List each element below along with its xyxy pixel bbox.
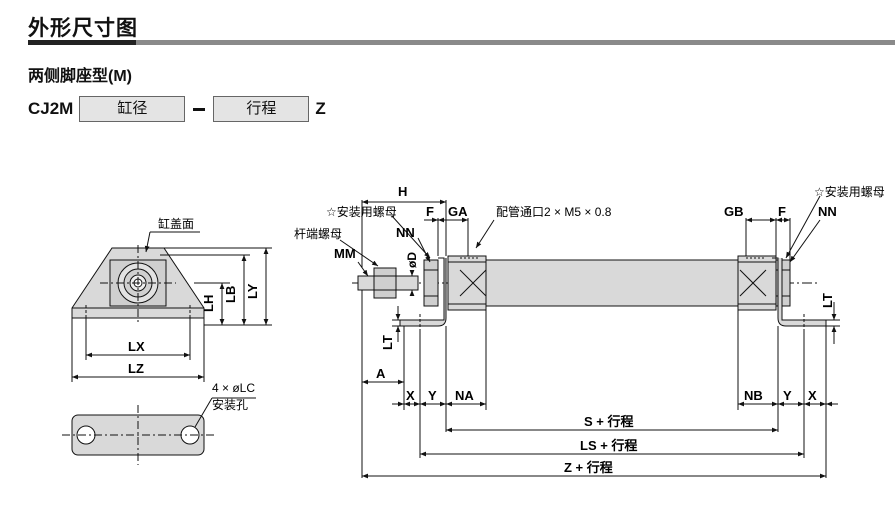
rod-end-nut-label: 杆端螺母 <box>294 227 342 241</box>
dim-Z: Z + 行程 <box>564 460 613 475</box>
title-rule-accent <box>28 40 136 45</box>
dim-F-left: F <box>426 204 434 219</box>
dim-Y-right: Y <box>783 388 792 403</box>
bottom-view <box>62 397 256 465</box>
dim-LY: LY <box>245 283 260 299</box>
title-rule <box>28 40 895 45</box>
dim-LS: LS + 行程 <box>580 438 637 453</box>
cap-face-label: 缸盖面 <box>158 216 194 231</box>
order-code-dash <box>193 107 206 111</box>
dim-X-left: X <box>406 388 415 403</box>
page-title: 外形尺寸图 <box>28 17 138 40</box>
end-view <box>71 231 272 382</box>
dim-NN-left: NN <box>396 225 415 240</box>
order-code-suffix: Z <box>315 99 326 118</box>
mount-hole-label: 安装孔 <box>212 397 248 412</box>
stroke-box: 行程 <box>213 96 310 122</box>
dim-GA: GA <box>448 204 468 219</box>
dim-X-right: X <box>808 388 817 403</box>
dim-F-right: F <box>778 204 786 219</box>
dim-S: S + 行程 <box>584 414 634 429</box>
mount-nut-left-label: ☆安装用螺母 <box>326 204 397 219</box>
dim-H: H <box>398 184 407 199</box>
dim-NB: NB <box>744 388 763 403</box>
bore-size-box: 缸径 <box>79 96 186 122</box>
order-code-row: CJ2M 缸径 行程 Z <box>28 96 326 122</box>
mount-nut-right-label: ☆安装用螺母 <box>814 184 885 199</box>
dim-LH: LH <box>201 295 216 312</box>
side-view <box>339 195 840 479</box>
dim-LZ: LZ <box>128 361 144 376</box>
dim-LT-left: LT <box>380 335 395 350</box>
dim-LX: LX <box>128 339 145 354</box>
dim-D: øD <box>405 252 419 268</box>
section-subtitle: 两侧脚座型(M) <box>28 68 132 85</box>
dim-LT-right: LT <box>820 293 835 308</box>
dim-MM: MM <box>334 246 356 261</box>
dim-A: A <box>376 366 386 381</box>
mount-hole-dim: 4 × øLC <box>212 381 255 395</box>
dim-Y-left: Y <box>428 388 437 403</box>
dim-NN-right: NN <box>818 204 837 219</box>
dim-NA: NA <box>455 388 474 403</box>
dim-GB: GB <box>724 204 744 219</box>
order-code-prefix: CJ2M <box>28 99 74 118</box>
dim-LB: LB <box>223 286 238 303</box>
port-label: 配管通口2 × M5 × 0.8 <box>496 204 612 219</box>
